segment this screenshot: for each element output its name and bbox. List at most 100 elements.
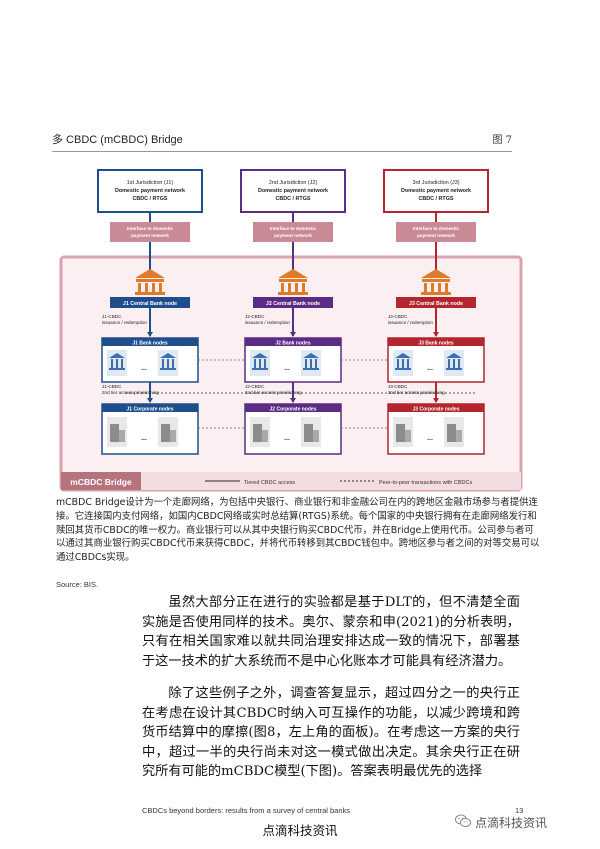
figure-title: 多 CBDC (mCBDC) Bridge (52, 134, 183, 146)
bottom-brand: 点滴科技资讯 (262, 823, 338, 838)
j1-cb-node-bar (110, 297, 190, 308)
j1-bank-icon-pillar-0 (116, 359, 118, 368)
wechat-icon (455, 814, 471, 827)
j2-bank-pillar-icon (295, 283, 298, 292)
j2-bank-icon-roof-0 (252, 353, 268, 358)
diagram-canvas: mCBDC Bridge Tiered CBDC access Peer-to-… (59, 169, 523, 492)
j1-bank-beam-icon (136, 279, 164, 282)
j2-bank-pillar-icon (288, 283, 291, 292)
j1-bank-icon-base-0 (109, 368, 125, 370)
j3-corp-nodes-header (388, 404, 484, 412)
j3-bank-pillar-icon (445, 283, 448, 292)
j3-bank-base-icon (421, 292, 451, 295)
j1-bank-icon-pillar-1 (162, 359, 164, 368)
j1-tier-label1: J1-CBDC (102, 384, 122, 389)
j2-issuance-arrow (290, 332, 296, 337)
j2-bank-beam-icon (279, 279, 307, 282)
j3-cb-node-bar (396, 297, 476, 308)
j2-bank-pillar-icon (281, 283, 284, 292)
j1-interface-line2: payment network (131, 233, 169, 238)
j3-bank-nodes-header (388, 338, 484, 346)
j1-bank-pillar-icon (152, 283, 155, 292)
j3-bank-icon-pillar-0 (402, 359, 404, 368)
figure-number: 图 7 (492, 135, 512, 146)
legend-band (61, 472, 521, 490)
j2-corp-building-icon-1 (304, 424, 313, 442)
j1-bank-icon-pillar-1 (167, 359, 169, 368)
j2-tier-arrow (290, 398, 296, 403)
j2-issuance-label2: issuance / redemption (245, 320, 290, 325)
j1-bank-icon-roof-0 (109, 353, 125, 358)
j3-tier-label2: 2nd tier access provisioning (388, 390, 445, 395)
legend-p2p-label: Peer-to-peer transactions with CBDCs (379, 480, 472, 486)
j1-bank-base-icon (135, 292, 165, 295)
mcbdc-bridge-diagram: mCBDC Bridge Tiered CBDC access Peer-to-… (55, 160, 525, 495)
j2-bank-icon-base-0 (252, 368, 268, 370)
j3-bank-icon-roof-0 (395, 353, 411, 358)
j2-bank-icon-roof-1 (303, 353, 319, 358)
j3-domestic-network: Domestic payment network (401, 188, 471, 194)
j2-issuance-label1: J2-CBDC (245, 314, 265, 319)
j3-corp-building-icon-1 (447, 424, 456, 442)
j1-bank-roof-icon (135, 269, 165, 278)
footer-page-number: 13 (515, 806, 524, 815)
j1-bank-icon-base-1 (160, 368, 176, 370)
j3-bank-roof-icon (421, 269, 451, 278)
j1-bank-pillar-icon (145, 283, 148, 292)
j1-bank-icon-pillar-0 (111, 359, 113, 368)
body-paragraph-1: 虽然大部分正在进行的实验都是基于DLT的，但不清楚全面实施是否使用同样的技术。奥… (142, 595, 520, 669)
j1-corp-annex-icon-0 (119, 430, 125, 442)
footer-report-title: CBDCs beyond borders: results from a sur… (142, 806, 351, 815)
j1-cb-node-label: J1 Central Bank node (123, 301, 177, 307)
j2-corp-building-icon-0 (253, 424, 262, 442)
j1-domestic-network: Domestic payment network (115, 188, 185, 194)
j1-corp-annex-icon-1 (170, 430, 176, 442)
j2-tier-label2: 2nd tier access provisioning (245, 390, 302, 395)
j3-bank-beam-icon (422, 279, 450, 282)
j3-bank-nodes-label: J3 Bank nodes (418, 341, 454, 347)
figure-header: 多 CBDC (mCBDC) Bridge 图 7 (52, 131, 512, 147)
j1-bank-nodes-label: J1 Bank nodes (132, 341, 168, 347)
j3-corp-nodes-label: J3 Corporate nodes (413, 407, 460, 413)
j3-tier-label1: J3-CBDC (388, 384, 408, 389)
j3-corp-annex-icon-0 (405, 430, 411, 442)
j1-bank-icon-roof-1 (160, 353, 176, 358)
j3-bank-icon-pillar-1 (458, 359, 460, 368)
j2-bank-nodes-header (245, 338, 341, 346)
j3-issuance-label1: J3-CBDC (388, 314, 408, 319)
j2-bank-icon-pillar-1 (310, 359, 312, 368)
watermark: 点滴科技资讯 (455, 813, 595, 831)
j1-jurisdiction-name: 1st Jurisdiction (J1) (127, 180, 174, 186)
j1-corp-nodes-header (102, 404, 198, 412)
j1-bank-pillar-icon (159, 283, 162, 292)
j1-corp-building-icon-0 (110, 424, 119, 442)
j2-bank-icon-pillar-0 (264, 359, 266, 368)
j3-bank-icon-pillar-1 (448, 359, 450, 368)
j3-corp-annex-icon-1 (456, 430, 462, 442)
j3-bank-icon-base-0 (395, 368, 411, 370)
j2-corp-nodes-label: J2 Corporate nodes (270, 407, 317, 413)
j2-corp-annex-icon-1 (313, 430, 319, 442)
j2-bank-nodes-label: J2 Bank nodes (275, 341, 311, 347)
j2-interface-line2: payment network (274, 233, 312, 238)
j1-cbdc-rtgs: CBDC / RTGS (132, 196, 167, 202)
j3-issuance-arrow (433, 332, 439, 337)
j2-bank-base-icon (278, 292, 308, 295)
j2-domestic-network: Domestic payment network (258, 188, 328, 194)
watermark-text: 点滴科技资讯 (475, 816, 548, 830)
j2-cbdc-rtgs: CBDC / RTGS (275, 196, 310, 202)
j2-cb-node-label: J2 Central Bank node (266, 301, 320, 307)
j1-issuance-label1: J1-CBDC (102, 314, 122, 319)
j2-jurisdiction-name: 2nd Jurisdiction (J2) (269, 180, 317, 186)
j2-cb-node-bar (253, 297, 333, 308)
j3-bank-pillar-icon (431, 283, 434, 292)
j1-bank-icon-pillar-1 (172, 359, 174, 368)
j2-corp-ellipsis: ... (284, 435, 290, 442)
j3-corp-ellipsis: ... (427, 435, 433, 442)
j2-jurisdiction-box (240, 169, 346, 213)
j3-bank-pillar-icon (438, 283, 441, 292)
bridge-label: mCBDC Bridge (70, 477, 132, 487)
j2-bank-ellipsis: ... (284, 365, 290, 372)
j1-tier-label2: 2nd tier access provisioning (102, 390, 159, 395)
j2-bank-icon-pillar-1 (305, 359, 307, 368)
